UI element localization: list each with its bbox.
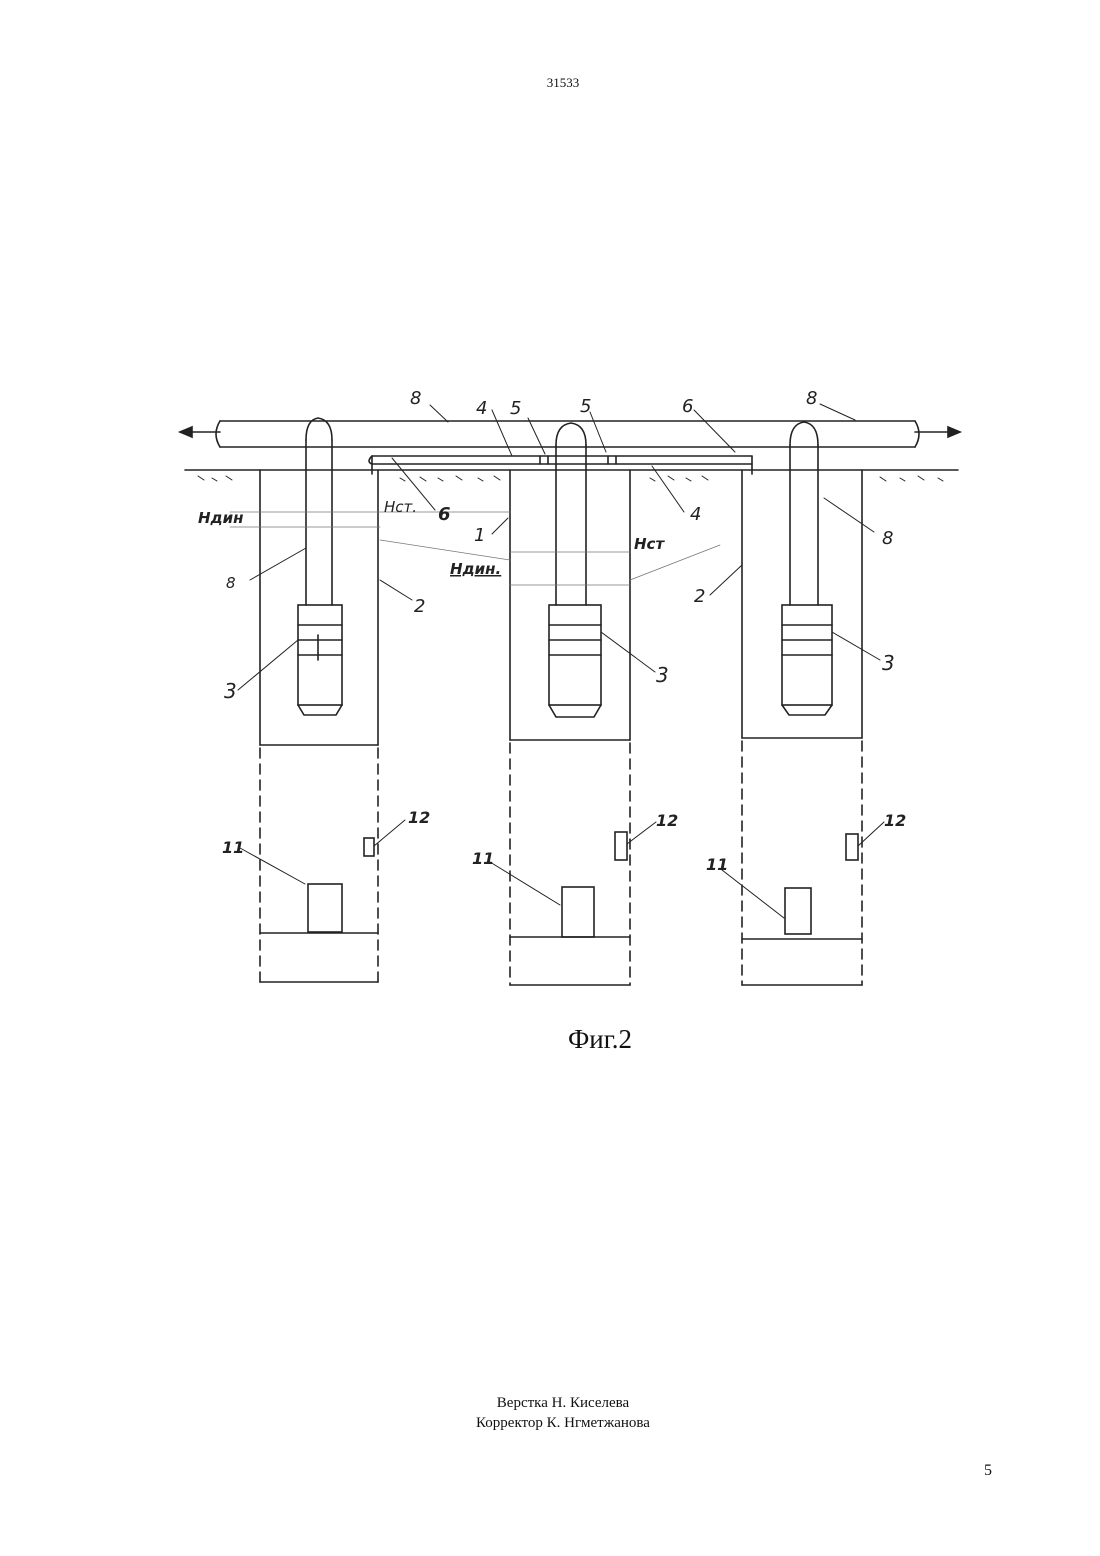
- corrector-credit: Корректор К. Нгметжанова: [0, 1413, 1100, 1433]
- lift-pipe-center: [556, 423, 586, 605]
- well-center-lower-casing: [510, 743, 630, 985]
- callout-11-left: 11: [222, 838, 244, 857]
- callout-1: 1: [474, 525, 485, 546]
- callout-5-right: 5: [580, 396, 591, 417]
- connecting-pipe: [369, 456, 752, 474]
- layout-credit: Верстка Н. Киселева: [0, 1393, 1100, 1413]
- flow-arrow-right: [915, 427, 960, 437]
- ground-surface: [185, 470, 958, 481]
- patent-figure-wells-diagram: 8 4 5 5 6 8 6 Нст. Ндин 1 Нст Ндин. 4 8 …: [170, 385, 970, 995]
- callout-12-right: 12: [884, 811, 906, 830]
- pump-center: [549, 605, 601, 717]
- sensor-12-right: [846, 834, 858, 860]
- callout-hdin-left: Ндин: [198, 509, 244, 527]
- sensor-11-left: [308, 884, 342, 932]
- sensor-12-left: [364, 838, 374, 856]
- callout-3-right: 3: [882, 651, 895, 675]
- footer-credits: Верстка Н. Киселева Корректор К. Нгметжа…: [0, 1393, 1100, 1433]
- figure-caption: Фиг.2: [0, 1024, 1100, 1055]
- pump-right: [782, 605, 832, 715]
- leader-lines: [238, 404, 884, 918]
- callout-6-left: 6: [438, 504, 451, 525]
- callout-4-top: 4: [476, 398, 487, 419]
- page-number: 5: [984, 1462, 992, 1480]
- well-right-lower-casing: [742, 741, 862, 985]
- lift-pipe-left: [306, 418, 332, 605]
- sensor-12-center: [615, 832, 627, 860]
- well-left-bottom: [260, 933, 378, 982]
- well-right-upper-casing: [742, 470, 862, 738]
- callout-11-right: 11: [706, 855, 728, 874]
- callout-8-left: 8: [226, 574, 236, 592]
- callout-hdin-center: Ндин.: [450, 560, 501, 578]
- well-center-bottom: [510, 937, 630, 985]
- callout-12-center: 12: [656, 811, 678, 830]
- callout-6-top-right: 6: [682, 396, 693, 417]
- callout-12-left: 12: [408, 808, 430, 827]
- callout-2-left: 2: [414, 596, 425, 617]
- callout-hst-left: Нст.: [384, 498, 417, 516]
- well-right-bottom: [742, 939, 862, 985]
- document-number: 31533: [0, 75, 1100, 91]
- callout-8-top-left: 8: [410, 388, 421, 409]
- callout-3-left: 3: [224, 679, 237, 703]
- callout-2-right: 2: [694, 586, 705, 607]
- callout-8-right: 8: [882, 528, 893, 549]
- collector-pipe: [216, 421, 919, 447]
- pump-left: [298, 605, 342, 715]
- callout-5-left: 5: [510, 398, 521, 419]
- callout-8-top-right: 8: [806, 388, 817, 409]
- sensor-11-center: [562, 887, 594, 937]
- callout-11-center: 11: [472, 849, 494, 868]
- well-left-upper-casing: [260, 470, 378, 745]
- callout-3-center: 3: [656, 663, 669, 687]
- sensor-11-right: [785, 888, 811, 934]
- flow-arrow-left: [180, 427, 220, 437]
- callout-hst-center: Нст: [634, 535, 665, 553]
- callout-4-right: 4: [690, 504, 701, 525]
- well-left-lower-casing: [260, 748, 378, 982]
- lift-pipe-right: [790, 422, 818, 605]
